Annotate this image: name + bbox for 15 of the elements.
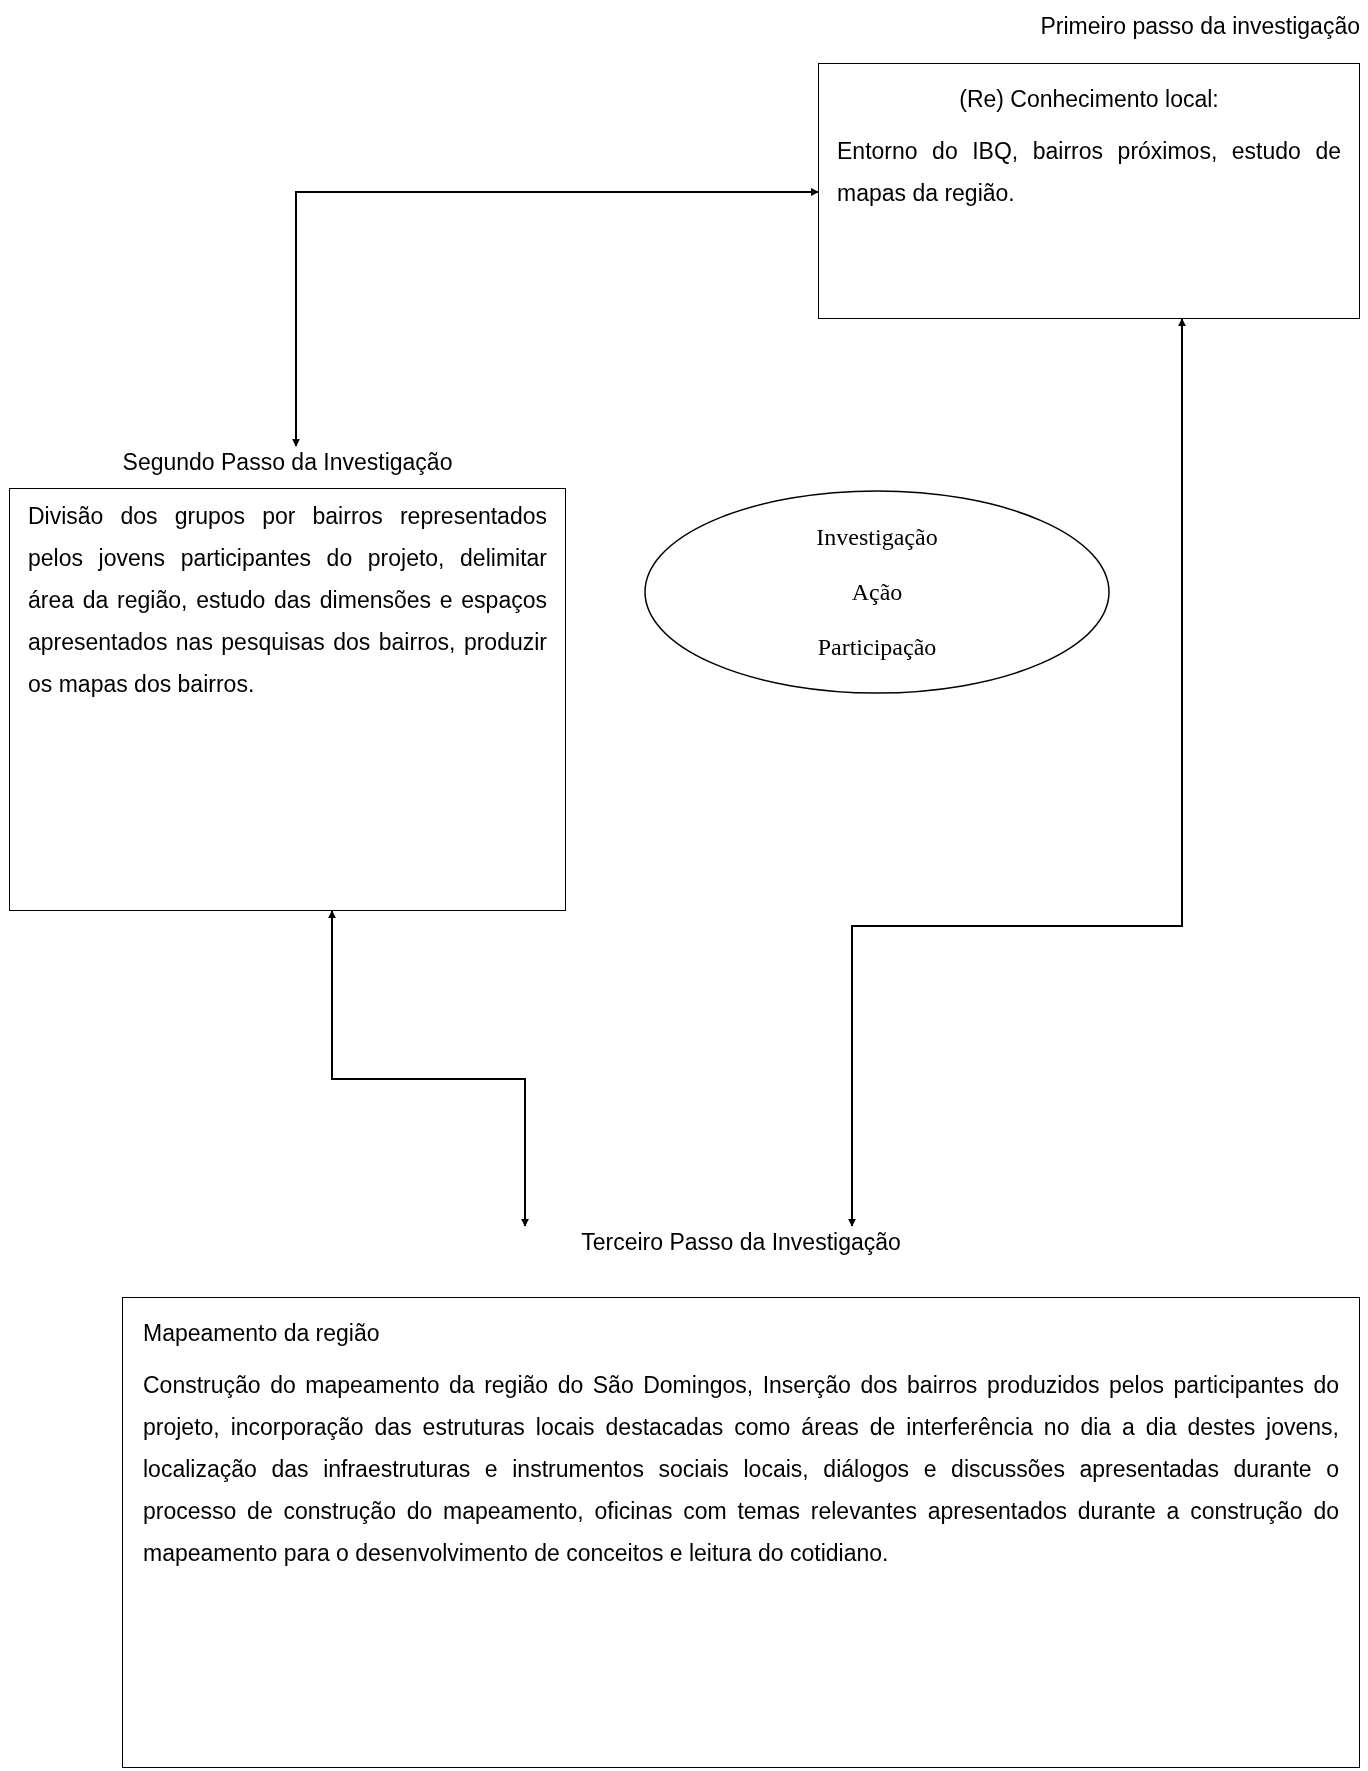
step-heading: Primeiro passo da investigação [1040,13,1360,39]
step-description: Divisão dos grupos por bairros representados pelos jovens participantes do projeto, delimitar área da região, estudo das dimensões e espaços apresentados nas pesquisas dos bairros, produzir os mapas dos bairros. [28,502,547,699]
step-description: Entorno do IBQ, bairros próximos, estudo de mapas da região. [837,137,1341,208]
step-heading: Segundo Passo da Investigação [122,449,453,475]
step-description: Construção do mapeamento da região do São Domingos, Inserção dos bairros produzidos pelos participantes do projeto, incorporação das estruturas locais destacadas como áreas de interferência no dia a dia destes jovens, localização das infraestruturas e instrumentos sociais locais, diálogos e discussões apresentadas durante o processo de construção do mapeamento, oficinas com temas relevantes apresentados durante a construção do mapeamento para o desenvolvimento de conceitos e leitura do cotidiano. [143,1371,1339,1568]
arrow [292,188,819,447]
ellipse-text: Ação [850,577,904,607]
box-heading: Mapeamento da região [143,1319,381,1348]
ellipse-node [644,490,1110,694]
ellipse-text: Investigação [815,522,939,552]
ellipse-text: Participação [816,632,938,662]
arrow [848,318,1186,1227]
box-heading: (Re) Conhecimento local: [958,85,1220,114]
arrow [328,910,529,1227]
step-heading: Terceiro Passo da Investigação [581,1229,901,1255]
